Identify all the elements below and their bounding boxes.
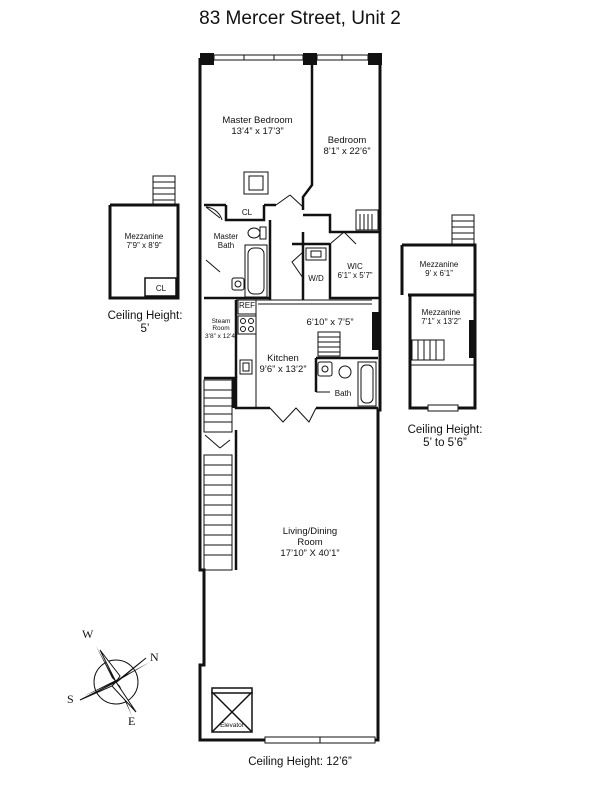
kitchen-stair xyxy=(317,331,341,357)
bedroom-label: Bedroom 8’1” x 22’6” xyxy=(314,135,380,158)
left-mezzanine-ceiling: Ceiling Height: 5’ xyxy=(90,310,200,336)
main-outer-walls xyxy=(198,56,382,742)
bedroom-name: Bedroom xyxy=(327,135,367,146)
right-mezzanine-plan xyxy=(400,243,477,410)
left-mezzanine-name: Mezzanine xyxy=(124,232,164,241)
plan-title: 83 Mercer Street, Unit 2 xyxy=(199,8,401,29)
right-mezzanine-upper-dims: 9’ x 6’1” xyxy=(425,269,453,279)
bath-fixtures xyxy=(317,361,377,407)
right-mezzanine-stairs xyxy=(410,214,475,366)
elevator-label: Elevator xyxy=(220,722,244,729)
left-mezzanine-ceiling-value: 5’ xyxy=(140,323,150,336)
left-mezzanine-dims: 7’9” x 8’9” xyxy=(126,241,162,251)
top-windows xyxy=(200,53,382,65)
compass-rose xyxy=(79,646,150,716)
left-mezzanine-label: Mezzanine 7’9” x 8’9” xyxy=(112,232,176,250)
wall-stubs xyxy=(232,312,379,408)
steam-room-dims: 3’8” x 12’4” xyxy=(205,332,238,340)
right-mezzanine-lower-label: Mezzanine 7’1” x 13’2” xyxy=(410,308,472,326)
compass-west: W xyxy=(82,627,94,641)
washer-dryer xyxy=(305,247,327,261)
living-dining-name: Living/Dining xyxy=(282,526,338,537)
steam-room-label: Steam Room 3’8” x 12’4” xyxy=(205,318,237,340)
master-bedroom-name: Master Bedroom xyxy=(222,115,293,126)
right-mezzanine-upper-name: Mezzanine xyxy=(419,260,459,269)
living-dining-dims: 17’10” X 40’1” xyxy=(280,547,340,559)
compass-north: N xyxy=(150,650,159,664)
steam-room-name: Steam xyxy=(211,318,231,325)
master-bath-fixtures xyxy=(231,226,268,298)
wd-label: W/D xyxy=(308,274,324,283)
kitchen-label: Kitchen 9’6” x 13’2” xyxy=(250,353,316,376)
doors xyxy=(204,194,357,449)
right-mezzanine-upper-label: Mezzanine 9’ x 6’1” xyxy=(404,260,474,278)
wic-dims: 6’1” x 5’7” xyxy=(337,271,373,281)
left-mezzanine-plan xyxy=(108,203,180,300)
right-mezzanine-ceiling: Ceiling Height: 5’ to 5’6” xyxy=(390,424,500,450)
master-bedroom-dims: 13’4” x 17’3” xyxy=(231,125,284,137)
bedroom-dims: 8’1” x 22’6” xyxy=(323,145,371,157)
left-mezzanine-ceiling-label: Ceiling Height: xyxy=(107,310,183,322)
right-mezzanine-wall-stub xyxy=(469,320,476,358)
main-ceiling-height: Ceiling Height: 12’6” xyxy=(248,756,352,768)
left-mezzanine-closet xyxy=(144,277,177,297)
bottom-window xyxy=(264,736,376,744)
bath-label: Bath xyxy=(334,389,352,398)
left-mezzanine-stairs xyxy=(152,175,176,207)
closet-label: CL xyxy=(241,208,253,217)
wic-label: WIC 6’1” x 5’7” xyxy=(330,262,380,280)
living-dining-label: Living/Dining Room 17’10” X 40’1” xyxy=(250,526,370,560)
master-bath-label: Master Bath xyxy=(208,232,244,250)
compass-east: E xyxy=(128,714,136,728)
living-dining-name2: Room xyxy=(297,536,323,548)
right-mezzanine-window xyxy=(427,404,459,412)
dining-alcove-dims: 6’10” x 7’5” xyxy=(306,317,354,328)
interior-walls xyxy=(204,62,380,570)
steam-room-name2: Room xyxy=(212,325,230,333)
kitchen-dims: 9’6” x 13’2” xyxy=(259,363,307,375)
ref-label: REF xyxy=(239,301,255,310)
master-bath-name2: Bath xyxy=(217,241,235,251)
right-mezzanine-lower-name: Mezzanine xyxy=(421,308,461,317)
elevator-shaft xyxy=(211,687,253,733)
right-mezzanine-ceiling-value: 5’ to 5’6” xyxy=(423,437,467,450)
master-bath-name: Master xyxy=(213,232,239,241)
kitchen-fixtures xyxy=(236,299,372,408)
left-mezzanine-closet-label: CL xyxy=(155,284,167,293)
master-bedroom-label: Master Bedroom 13’4” x 17’3” xyxy=(205,115,310,138)
wic-name: WIC xyxy=(347,262,363,271)
kitchen-name: Kitchen xyxy=(267,353,299,364)
bedroom-fixtures xyxy=(243,171,379,231)
main-stairs xyxy=(203,379,233,571)
compass-south: S xyxy=(67,692,74,706)
right-mezzanine-lower-dims: 7’1” x 13’2” xyxy=(421,317,461,327)
right-mezzanine-ceiling-label: Ceiling Height: xyxy=(407,424,483,436)
